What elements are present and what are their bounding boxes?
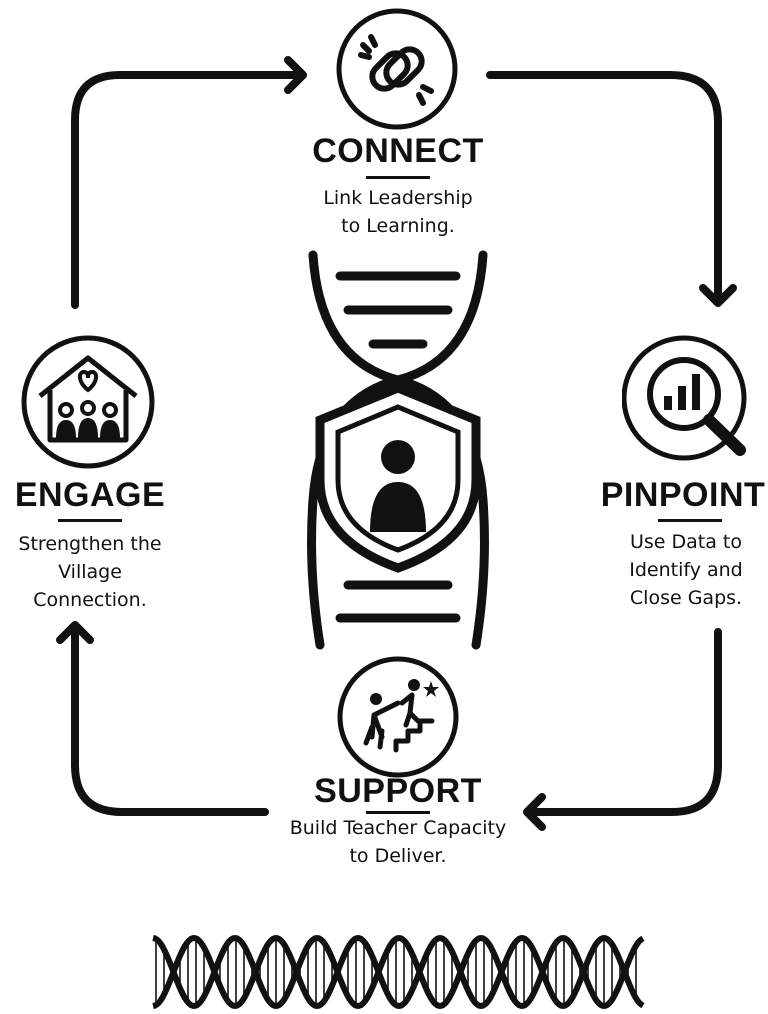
arrowhead-engage [56,621,94,644]
arrow-pinpoint-to-support [526,628,722,816]
dna-shield-person-icon [307,250,489,650]
stage-desc-line: to Deliver. [349,845,447,867]
arrow-engage-to-connect [71,71,304,309]
stage-title-pinpoint: PINPOINT [600,476,766,514]
house-community-icon [21,335,155,469]
stage-title-connect: CONNECT [312,132,484,170]
stage-desc-pinpoint: Use Data to Identify and Close Gaps. [606,528,766,612]
title-underline-support [366,811,430,814]
stage-desc-line: Link Leadership [323,187,473,209]
stage-desc-line: Build Teacher Capacity [289,817,507,839]
arrow-connect-to-pinpoint [486,71,722,304]
dna-backbone [152,935,645,1010]
stage-title-support: SUPPORT [314,772,482,810]
dna-strand-icon [152,934,645,1010]
dna-backbone [152,934,645,1009]
stage-title-engage: ENGAGE [14,476,166,514]
title-underline-engage [58,519,122,522]
link-chain-icon [336,8,458,130]
stage-desc-support: Build Teacher Capacity to Deliver. [268,814,528,870]
arrow-support-to-engage [71,624,269,816]
helping-hand-stairs-icon [337,656,459,778]
arrowhead-pinpoint [699,284,737,307]
arrowhead-connect [284,56,307,94]
magnifier-chart-icon [622,335,747,461]
title-underline-pinpoint [658,519,722,522]
arrowhead-support [523,793,546,831]
stage-desc-connect: Link Leadership to Learning. [278,184,518,240]
stage-desc-line: Strengthen the [18,533,162,555]
stage-desc-line: to Learning. [341,215,455,237]
stage-desc-line: Close Gaps. [629,587,743,609]
stage-desc-engage: Strengthen the Village Connection. [0,530,180,614]
stage-desc-line: Identify and [629,559,743,581]
stage-desc-line: Use Data to [629,531,742,553]
stage-desc-line: Village Connection. [33,561,147,611]
title-underline-connect [366,176,430,179]
